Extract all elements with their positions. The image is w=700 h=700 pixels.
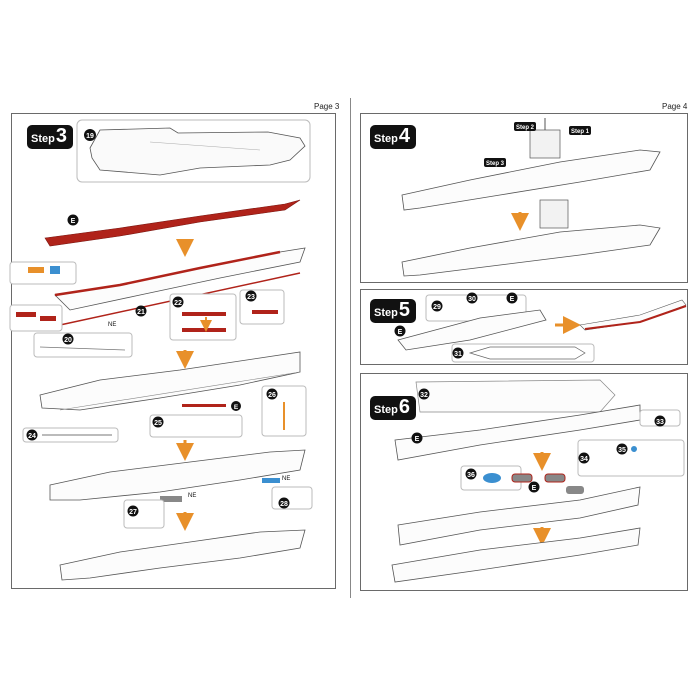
hull-bow-assembled	[579, 299, 687, 331]
part-28-callout	[271, 486, 313, 510]
svg-text:E: E	[510, 296, 515, 303]
part-32-plate	[415, 379, 616, 413]
part-E-marker: E	[394, 325, 406, 337]
hull-side-red	[44, 199, 301, 247]
part-36-marker: 36	[465, 468, 477, 480]
part-21-marker: 21	[135, 305, 147, 317]
part-20-marker: 20	[62, 333, 74, 345]
label-NE-1: NE	[108, 322, 116, 328]
svg-text:E: E	[234, 404, 239, 411]
label-NE-3: NE	[282, 476, 290, 482]
island-superstructure	[529, 118, 561, 159]
deck-with-island-top	[401, 149, 661, 211]
part-E-marker: E	[411, 432, 423, 444]
part-34-marker: 34	[578, 452, 590, 464]
island-installed	[539, 199, 569, 229]
part-31-marker: 31	[452, 347, 464, 359]
deck-assembly-2	[39, 351, 301, 411]
deck-assembly-final	[59, 529, 306, 581]
step-callout-2: Step 2	[514, 122, 536, 131]
detail-callout-left-2	[9, 304, 63, 332]
svg-text:E: E	[532, 485, 537, 492]
svg-text:30: 30	[468, 296, 476, 303]
step-callout-1: Step 1	[569, 126, 591, 135]
part-25-callout	[149, 414, 243, 438]
svg-text:19: 19	[86, 133, 94, 140]
deck-assembly-3	[49, 449, 306, 501]
svg-text:E: E	[415, 436, 420, 443]
deck-with-island-result	[401, 224, 661, 277]
step-callout-3: Step 3	[484, 158, 506, 167]
page-divider	[350, 98, 351, 598]
svg-text:29: 29	[433, 304, 441, 311]
label-NE-2: NE	[188, 493, 196, 499]
part-E-marker: E	[231, 401, 241, 411]
page-4-label: Page 4	[662, 102, 688, 111]
svg-text:Step 3: Step 3	[486, 161, 505, 167]
part-E-marker: E	[528, 481, 540, 493]
svg-text:27: 27	[129, 509, 137, 516]
part-23-marker: 23	[245, 290, 257, 302]
page-3-label: Page 3	[314, 102, 340, 111]
svg-text:E: E	[398, 329, 403, 336]
part-30-marker: 30	[466, 292, 478, 304]
svg-text:Step 1: Step 1	[571, 129, 590, 135]
svg-text:26: 26	[268, 392, 276, 399]
part-32-marker: 32	[418, 388, 430, 400]
part-29-marker: 29	[431, 300, 443, 312]
part-34-35-callout	[577, 439, 685, 477]
part-26-marker: 26	[266, 388, 278, 400]
hull-assembly-step6	[397, 486, 641, 546]
part-28-marker: 28	[278, 497, 290, 509]
part-24-marker: 24	[26, 429, 38, 441]
part-E-marker: E	[67, 214, 79, 226]
svg-text:31: 31	[454, 351, 462, 358]
svg-text:23: 23	[247, 294, 255, 301]
flight-deck-part-19	[89, 127, 306, 176]
part-25-marker: 25	[152, 416, 164, 428]
part-19-marker: 19	[84, 129, 96, 141]
svg-text:20: 20	[64, 337, 72, 344]
svg-text:35: 35	[618, 447, 626, 454]
part-20-callout	[33, 332, 133, 358]
part-22-marker: 22	[172, 296, 184, 308]
svg-text:24: 24	[28, 433, 36, 440]
part-33-marker: 33	[654, 415, 666, 427]
svg-text:36: 36	[467, 472, 475, 479]
svg-text:21: 21	[137, 309, 145, 316]
part-31-callout	[451, 343, 595, 363]
svg-text:Step 2: Step 2	[516, 125, 535, 131]
svg-text:34: 34	[580, 456, 588, 463]
svg-text:32: 32	[420, 392, 428, 399]
svg-text:28: 28	[280, 501, 288, 508]
part-27-marker: 27	[127, 505, 139, 517]
svg-text:E: E	[71, 218, 76, 225]
hull-final-step6	[391, 527, 641, 583]
svg-text:22: 22	[174, 300, 182, 307]
svg-text:25: 25	[154, 420, 162, 427]
part-35-marker: 35	[616, 443, 628, 455]
svg-text:33: 33	[656, 419, 664, 426]
part-E-marker: E	[506, 292, 518, 304]
bow-section	[397, 309, 547, 351]
